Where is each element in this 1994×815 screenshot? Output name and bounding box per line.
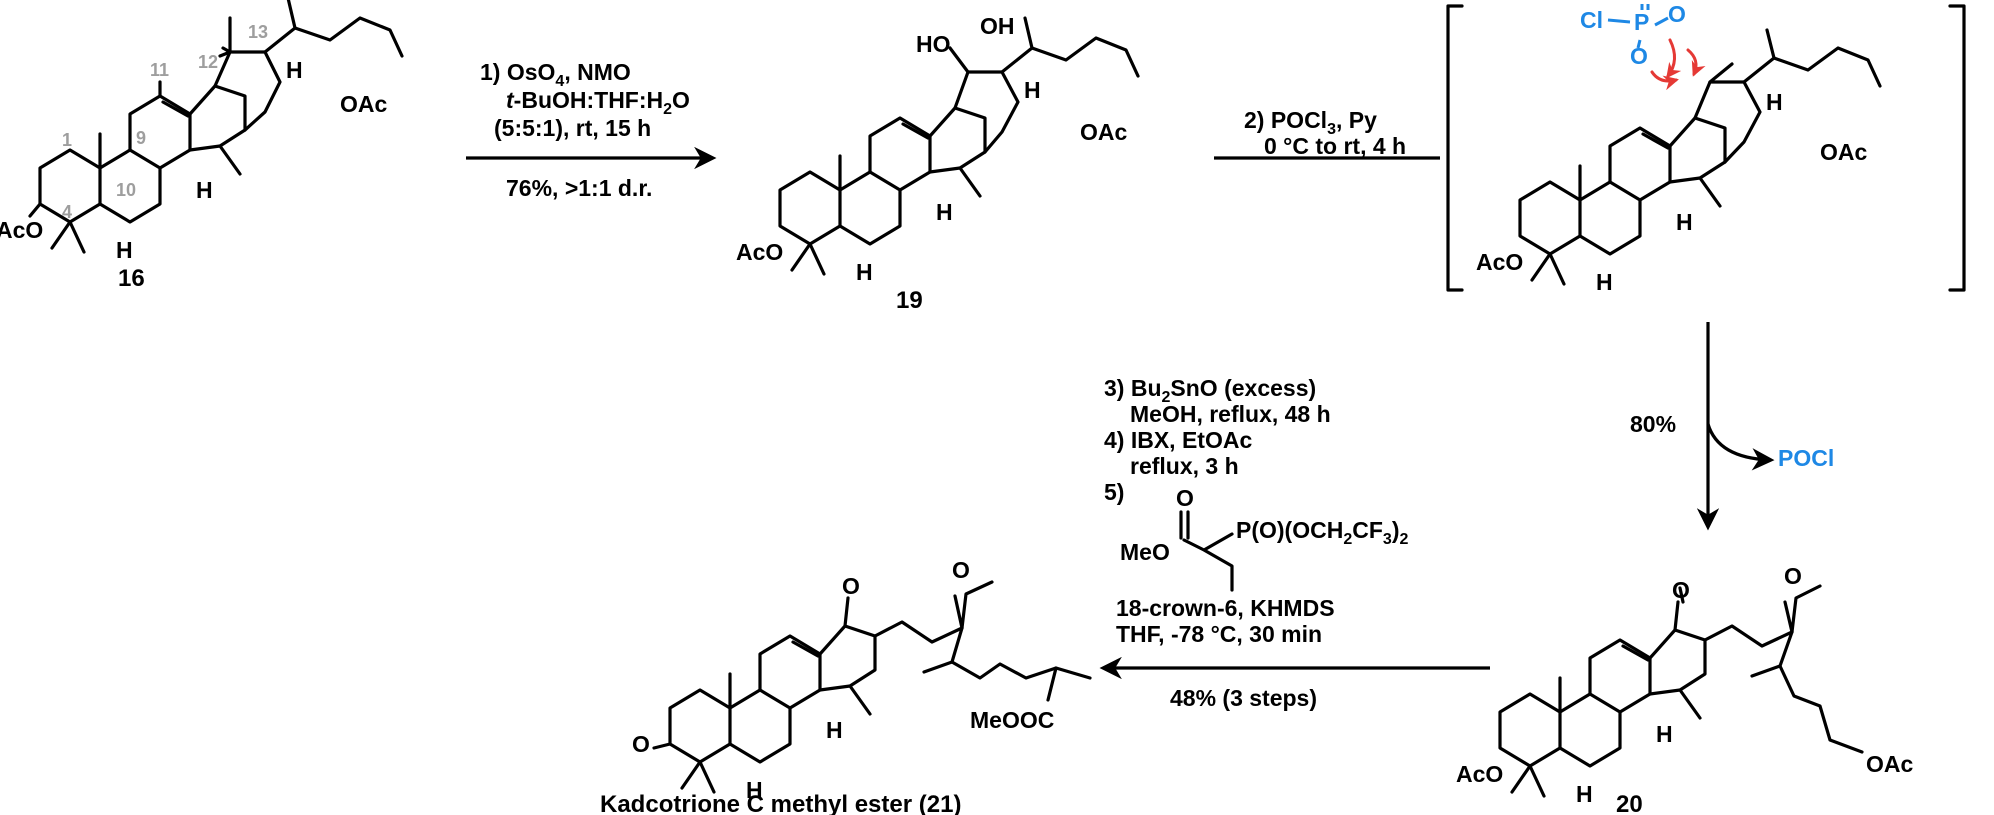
h-label: H xyxy=(196,177,213,203)
h-label: H xyxy=(1676,209,1693,235)
reaction-arrow-2: 2) POCl3, Py 0 °C to rt, 4 h xyxy=(1214,107,1440,160)
meooc-label: MeOOC xyxy=(970,707,1054,733)
o-acetyl-label: O xyxy=(952,557,970,583)
conditions-step-2-temp: 0 °C to rt, 4 h xyxy=(1264,133,1406,159)
compound-label-19: 19 xyxy=(896,287,923,314)
aco-label: AcO xyxy=(736,239,783,265)
locant-12: 12 xyxy=(198,52,218,72)
locant-9: 9 xyxy=(136,128,146,148)
h-label: H xyxy=(1766,89,1783,115)
ho-label: HO xyxy=(916,31,951,57)
o-label: O xyxy=(1668,1,1686,27)
conditions-step-5: 5) xyxy=(1104,479,1124,505)
cl-label: Cl xyxy=(1580,7,1603,33)
aco-label: AcO xyxy=(0,217,43,243)
oh-label: OH xyxy=(980,13,1015,39)
conditions-step-5-temp: THF, -78 °C, 30 min xyxy=(1116,621,1322,647)
h-label: H xyxy=(936,199,953,225)
conditions-step-3-detail: MeOH, reflux, 48 h xyxy=(1130,401,1331,427)
p-label: P xyxy=(1634,9,1649,35)
locant-1: 1 xyxy=(62,130,72,150)
oac-label: OAc xyxy=(1820,139,1868,165)
locant-11: 11 xyxy=(150,60,169,80)
yield-step-3: 80% xyxy=(1630,411,1676,437)
h-label: H xyxy=(1656,721,1673,747)
locant-13: 13 xyxy=(248,22,268,42)
reaction-arrow-1: 1) OsO4, NMO t-BuOH:THF:H2O (5:5:1), rt,… xyxy=(466,59,717,201)
h-label: H xyxy=(746,777,763,803)
compound-19: HO OH OAc AcO H H H 19 xyxy=(736,13,1140,314)
h-label: H xyxy=(1024,77,1041,103)
bracket-right xyxy=(1948,4,1966,292)
reaction-arrow-3: 80% POCl xyxy=(1630,322,1834,531)
conditions-step-2: 2) POCl3, Py xyxy=(1244,107,1377,138)
h-label: H xyxy=(856,259,873,285)
compound-label-20: 20 xyxy=(1616,791,1643,815)
o-label: O xyxy=(1630,43,1648,69)
o-ketone-label: O xyxy=(842,573,860,599)
yield-steps-3-5: 48% (3 steps) xyxy=(1170,685,1317,711)
conditions-step-5-base: 18-crown-6, KHMDS xyxy=(1116,595,1335,621)
o-ketone-label: O xyxy=(1672,577,1690,603)
byproduct-label: POCl xyxy=(1778,445,1834,471)
oac-label: OAc xyxy=(1866,751,1914,777)
aco-label: AcO xyxy=(1456,761,1503,787)
compound-16: OAc AcO H H H 1 9 11 12 13 10 4 16 xyxy=(0,0,404,292)
conditions-step-1-solvent: t-BuOH:THF:H2O xyxy=(506,87,690,118)
reaction-arrow-4: 3) Bu2SnO (excess) MeOH, reflux, 48 h 4)… xyxy=(1099,375,1490,711)
phosphate-intermediate: Cl P O O O OAc AcO H H H xyxy=(1476,1,1882,295)
locant-4: 4 xyxy=(62,202,72,222)
aco-label: AcO xyxy=(1476,249,1523,275)
conditions-step-1: 1) OsO4, NMO xyxy=(480,59,631,90)
yield-step-1: 76%, >1:1 d.r. xyxy=(506,175,652,201)
oac-label: OAc xyxy=(1080,119,1128,145)
locant-10: 10 xyxy=(116,180,136,200)
compound-label-21: Kadcotrione C methyl ester (21) xyxy=(600,791,961,815)
oac-label: OAc xyxy=(340,91,388,117)
conditions-step-4: 4) IBX, EtOAc xyxy=(1104,427,1252,453)
conditions-step-4-detail: reflux, 3 h xyxy=(1130,453,1239,479)
conditions-step-3: 3) Bu2SnO (excess) xyxy=(1104,375,1316,406)
reagent-o-label: O xyxy=(1176,485,1194,511)
compound-21: O O MeOOC O H H Kadcotrione C methyl est… xyxy=(600,557,1092,815)
reagent-meo-label: MeO xyxy=(1120,539,1170,565)
bracket-left xyxy=(1446,4,1464,292)
compound-label-16: 16 xyxy=(118,265,145,292)
phosphonate-reagent: O MeO P(O)(OCH2CF3)2 xyxy=(1120,485,1408,592)
h-label: H xyxy=(116,237,133,263)
reagent-phosphonate-label: P(O)(OCH2CF3)2 xyxy=(1236,517,1408,548)
h-label: H xyxy=(1596,269,1613,295)
conditions-step-1-ratio: (5:5:1), rt, 15 h xyxy=(494,115,651,141)
h-label: H xyxy=(1576,781,1593,807)
o-acetyl-label: O xyxy=(1784,563,1802,589)
h-label: H xyxy=(826,717,843,743)
o-ring-label: O xyxy=(632,731,650,757)
h-label: H xyxy=(286,57,303,83)
compound-20: O O OAc AcO H H 20 xyxy=(1456,563,1914,815)
